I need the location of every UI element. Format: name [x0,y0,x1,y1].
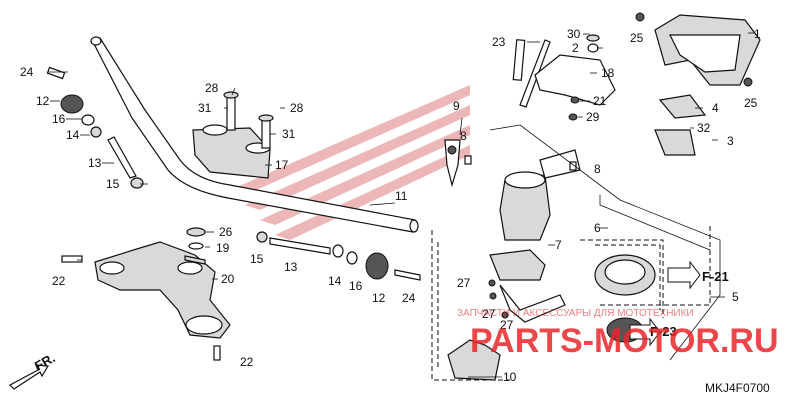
part-label-26: 26 [219,225,233,239]
ref-f21-label: F-21 [702,269,729,284]
part-label-18: 18 [601,66,615,80]
upper-bracket [512,34,616,121]
front-label: FR. [32,350,58,373]
ref-f23-label: F-23 [650,324,677,339]
part-label-17: 17 [275,158,289,172]
watermark-brand: PARTS-MOTOR.RU [470,322,779,360]
part-label-4: 4 [712,101,719,115]
part-label-30: 30 [567,27,581,41]
part-label-10: 10 [503,370,517,384]
part-label-15b: 15 [250,252,264,266]
part-label-3: 3 [727,134,734,148]
part-label-14a: 14 [66,128,80,142]
part-label-7: 7 [555,238,562,252]
part-label-16b: 16 [349,279,363,293]
part-label-6: 6 [594,221,601,235]
part-label-11: 11 [395,189,408,203]
part-label-8b: 8 [594,162,601,176]
part-label-21: 21 [593,94,607,108]
steering-stem [61,227,231,361]
part-label-13b: 13 [284,260,298,274]
part-label-16a: 16 [52,112,66,126]
part-label-9: 9 [453,99,460,113]
leader-lines [48,32,754,378]
part-label-31b: 31 [282,127,296,141]
part-label-20: 20 [221,272,235,286]
part-label-13a: 13 [88,156,102,170]
part-label-24b: 24 [402,291,416,305]
ref-f23: F-23 [629,317,677,347]
part-label-28b: 28 [290,101,304,115]
part-label-28a: 28 [205,81,219,95]
part-label-23: 23 [492,35,506,49]
honda-wing-watermark [230,85,470,240]
part-label-25b: 25 [744,96,758,110]
part-label-27c: 27 [500,318,514,332]
part-label-19: 19 [216,241,230,255]
seat-lock [447,249,566,381]
part-label-12b: 12 [372,291,386,305]
part-label-31a: 31 [198,101,212,115]
part-label-22b: 22 [240,355,254,369]
part-label-27b: 27 [482,307,496,321]
part-label-15a: 15 [106,177,120,191]
part-labels: 1 2 3 4 5 6 7 8 8 9 10 11 12 12 13 13 14… [20,27,761,384]
part-label-29: 29 [586,110,600,124]
part-label-22a: 22 [52,274,66,288]
part-label-8a: 8 [460,129,467,143]
right-end-weight-assembly [256,231,421,281]
part-label-27a: 27 [457,276,471,290]
group-outlines [431,124,721,381]
top-cover [635,12,761,156]
part-label-32: 32 [697,121,711,135]
ref-f21: F-21 [667,260,729,290]
part-label-2: 2 [572,41,579,55]
fuel-cap [594,254,656,343]
part-label-14b: 14 [328,274,342,288]
handlebar [90,36,419,233]
watermark-top-line: ЗАПЧАСТИ И АКСЕССУАРЫ ДЛЯ МОТОТЕХНИКИ [457,308,694,319]
part-label-25a: 25 [630,31,644,45]
part-label-12a: 12 [36,94,50,108]
part-label-1: 1 [754,27,761,41]
watermark: ЗАПЧАСТИ И АКСЕССУАРЫ ДЛЯ МОТОТЕХНИКИ PA… [457,308,779,360]
diagram-code: MKJ4F0700 [705,381,770,395]
upper-holder [192,91,274,179]
left-end-weight-assembly [46,66,144,189]
front-direction-arrow: FR. [9,350,58,390]
ignition-switch [444,39,581,241]
part-label-5: 5 [732,290,739,304]
part-label-24a: 24 [20,65,34,79]
